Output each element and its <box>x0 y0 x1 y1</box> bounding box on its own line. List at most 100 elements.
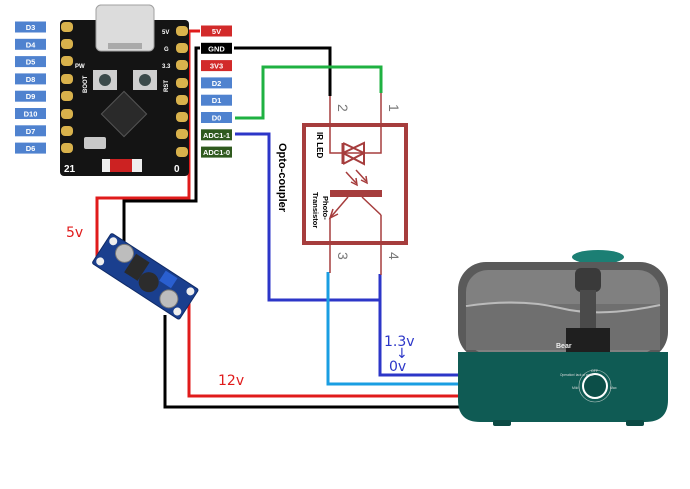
converter-pad-out-minus <box>173 307 182 316</box>
right-pin-label-d1: D1 <box>201 94 232 106</box>
phototransistor-label-2: Transistor <box>311 192 320 228</box>
pin-label-badge <box>15 21 46 33</box>
humidifier-mist-nozzle <box>572 250 624 264</box>
knob-ring <box>578 369 612 403</box>
pin-label-text: GND <box>208 44 225 53</box>
wires <box>95 29 463 409</box>
usb-c-tongue <box>108 43 142 49</box>
phototransistor-label-1: Photo- <box>321 196 330 220</box>
right-pin-label-5v: 5V <box>201 25 232 37</box>
output-capacitor <box>159 289 179 309</box>
pin-label-badge <box>201 112 232 123</box>
wire-adc-to-opto-pin4 <box>235 132 380 302</box>
pin-label-badge <box>15 108 46 119</box>
right-pin-label-gnd: GND <box>201 42 232 54</box>
opto-pin-2: 2 <box>335 104 351 112</box>
opto-package <box>302 123 408 245</box>
pin-label-text: D0 <box>212 114 222 123</box>
silk-rst: RST <box>164 80 170 92</box>
label-arrow: ↓ <box>396 346 408 362</box>
label-5v: 5v <box>66 225 83 241</box>
opto-pin-4: 4 <box>386 252 402 260</box>
label-12v: 12v <box>218 373 244 389</box>
regulator-ic <box>124 253 150 281</box>
silk-3v3: 3.3 <box>162 64 171 70</box>
wire-opto-pin3-to-humidifier <box>326 272 460 386</box>
pin-label-badge <box>201 94 232 106</box>
pin-label-text: D2 <box>212 79 222 88</box>
usb-c-shell <box>95 4 155 52</box>
humidifier-foot-right <box>626 420 644 426</box>
led-wiring <box>329 125 382 154</box>
led-red-body <box>110 159 132 172</box>
transistor-collector <box>361 196 382 216</box>
pin-label-text: D9 <box>26 92 36 101</box>
left-pin-label-d5: D5 <box>15 56 46 68</box>
converter-pad-in-minus <box>96 257 105 266</box>
pin-label-badge <box>201 25 232 37</box>
pin-label-badge <box>15 73 46 85</box>
left-pin-label-d6: D6 <box>15 142 46 154</box>
boot-button-cap <box>99 74 111 86</box>
pin-label-text: ADC1-0 <box>203 148 230 157</box>
left-pin-label-d8: D8 <box>15 73 46 85</box>
pin-label-text: D5 <box>26 58 36 67</box>
pin-label-badge <box>201 60 232 72</box>
pin-label-badge <box>15 142 46 154</box>
humidifier-water <box>466 304 660 350</box>
humidifier-foot-left <box>493 420 511 426</box>
pin-label-text: D6 <box>26 144 36 153</box>
wire-12v-to-humidifier <box>187 288 462 398</box>
reset-button-cap <box>139 74 151 86</box>
left-pin-label-d4: D4 <box>15 38 46 50</box>
silk-g: G <box>164 47 169 53</box>
humidifier: Bear OFF Mild Max Operation/ lack of wat… <box>458 250 668 426</box>
opto-pin-3: 3 <box>335 252 351 260</box>
label-0v: 0v <box>389 359 406 375</box>
converter-pad-out-plus <box>186 287 195 296</box>
humidifier-tube <box>580 290 596 328</box>
optocoupler <box>302 93 408 275</box>
esp32-chip <box>100 90 148 138</box>
humidifier-base <box>458 352 668 422</box>
label-1-3v: 1.3v <box>384 334 415 350</box>
left-pin-label-d3: D3 <box>15 21 46 33</box>
pin-label-text: 3V3 <box>210 62 223 71</box>
converter-pad-in-plus <box>109 237 118 246</box>
right-pin-label-adc1-0: ADC1-0 <box>201 146 232 158</box>
pin-label-badge <box>201 146 232 158</box>
input-capacitor <box>114 243 134 263</box>
left-pin-label-d9: D9 <box>15 90 46 102</box>
pin-label-badge <box>15 125 46 137</box>
inductor <box>138 272 159 293</box>
pin-label-text: D8 <box>26 75 36 84</box>
knob-mild-label: Mild <box>572 386 578 390</box>
humidifier-brand: Bear <box>556 343 572 350</box>
indicator-label: Operation/ lack of water <box>560 373 595 377</box>
wire-gnd-to-opto-pin2 <box>234 46 332 96</box>
left-pin-label-d7: D7 <box>15 125 46 137</box>
humidifier-base-pump <box>566 328 610 352</box>
right-pads <box>176 26 188 157</box>
humidifier-knob[interactable] <box>582 373 608 399</box>
wire-gnd-to-converter <box>122 46 200 243</box>
wire-d0-to-opto-pin1 <box>235 65 383 120</box>
knob-off-label: OFF <box>591 369 598 373</box>
silk-pw: PW <box>75 64 85 70</box>
right-pin-label-d0: D0 <box>201 112 232 123</box>
trim-potentiometer <box>159 270 178 289</box>
opto-pin-1: 1 <box>386 104 402 112</box>
light-arrows <box>345 169 368 187</box>
knob-max-label: Max <box>610 386 617 390</box>
right-pin-label-3v3: 3V3 <box>201 60 232 72</box>
right-pin-label-adc1-1: ADC1-1 <box>201 129 232 141</box>
esp32-board: 21 0 5V G 3.3 PW BOOT RST <box>60 4 189 176</box>
pin-label-text: D10 <box>24 110 38 119</box>
optocoupler-title: Opto-coupler <box>276 143 288 213</box>
pin-label-text: 5V <box>212 27 221 36</box>
pin-label-badge <box>15 56 46 68</box>
pin-label-badge <box>15 90 46 102</box>
